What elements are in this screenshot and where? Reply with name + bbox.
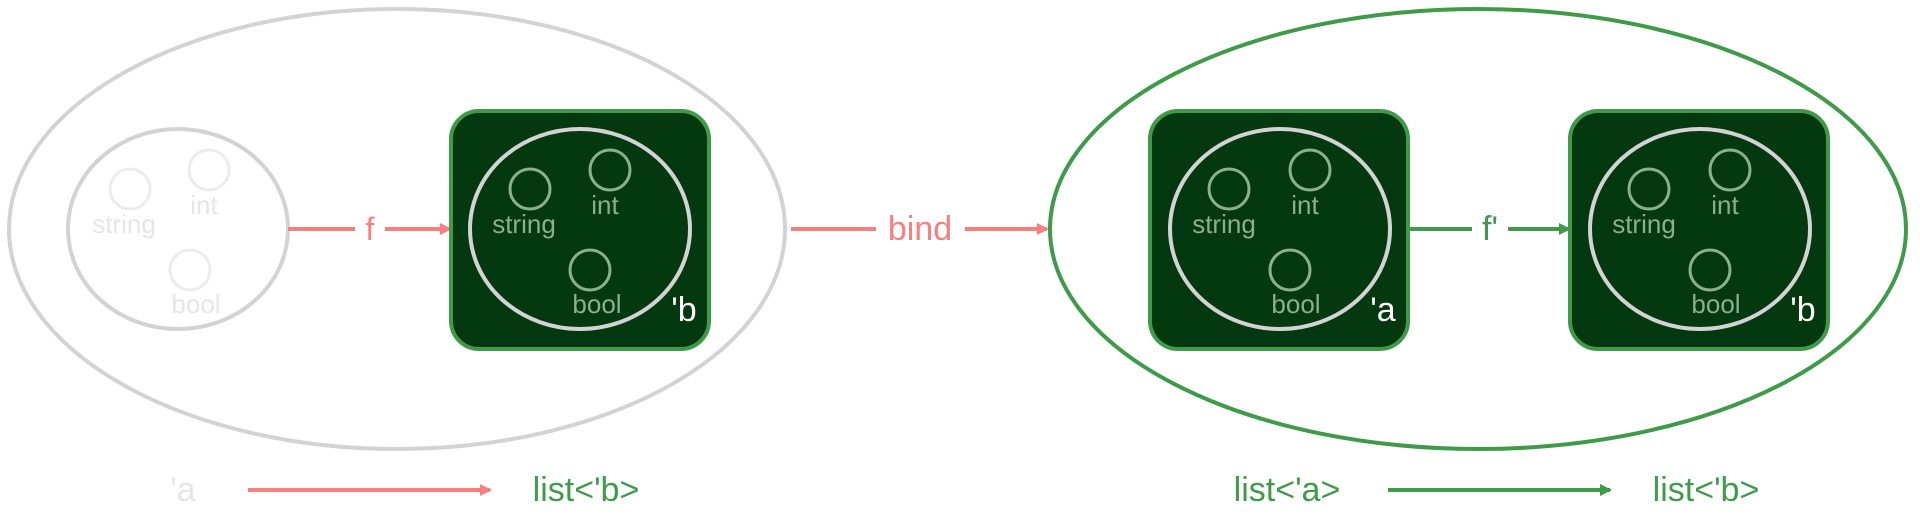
left-target-box-bg xyxy=(449,109,711,351)
left-outer-ellipse xyxy=(7,7,787,451)
right-source-string-label: string xyxy=(1192,209,1256,239)
right-target-bool-node xyxy=(1688,248,1732,292)
right-source-bool-node xyxy=(1268,248,1312,292)
left-target-string-label: string xyxy=(492,209,556,239)
right-source-box: string int bool 'a xyxy=(1148,109,1410,351)
right-source-type-label: 'a xyxy=(1370,291,1395,329)
bind-arrow: bind xyxy=(791,210,1049,248)
left-f-label: f xyxy=(366,211,375,247)
bottom-left-to-label: list<'b> xyxy=(533,471,640,509)
right-source-bool-label: bool xyxy=(1271,289,1320,319)
bottom-left-from-label: 'a xyxy=(170,471,195,509)
right-source-int-label: int xyxy=(1291,190,1319,220)
right-target-bool-label: bool xyxy=(1691,289,1740,319)
left-target-int-node xyxy=(588,148,632,192)
left-target-ellipse xyxy=(468,127,692,331)
bottom-right-to-label: list<'b> xyxy=(1653,471,1760,509)
left-target-int-label: int xyxy=(591,190,619,220)
left-source-int-label: int xyxy=(190,190,218,220)
right-source-ellipse xyxy=(1168,127,1392,331)
left-target-bool-label: bool xyxy=(572,289,621,319)
right-source-string-node xyxy=(1207,167,1251,211)
left-target-box: string int bool 'b xyxy=(449,109,711,351)
left-source-string-node xyxy=(108,167,152,211)
bottom-right-signature: list<'a> list<'b> xyxy=(1234,471,1760,509)
left-source-bool-node xyxy=(168,248,212,292)
right-f-prime-label: f' xyxy=(1482,210,1498,248)
right-group: string int bool 'a f' string int bool 'b xyxy=(1048,7,1908,451)
left-source-int-node xyxy=(187,148,231,192)
right-outer-ellipse xyxy=(1048,7,1908,451)
left-target-type-label: 'b xyxy=(671,291,696,329)
right-target-box: string int bool 'b xyxy=(1568,109,1830,351)
right-target-ellipse xyxy=(1588,127,1812,331)
right-source-box-bg xyxy=(1148,109,1410,351)
right-target-box-bg xyxy=(1568,109,1830,351)
right-target-type-label: 'b xyxy=(1790,291,1815,329)
right-target-string-node xyxy=(1627,167,1671,211)
left-source-string-label: string xyxy=(92,209,156,239)
left-source-bool-label: bool xyxy=(171,289,220,319)
right-target-int-label: int xyxy=(1711,190,1739,220)
left-target-string-node xyxy=(508,167,552,211)
right-target-string-label: string xyxy=(1612,209,1676,239)
left-group: string int bool f string int bool 'b xyxy=(7,7,787,451)
bottom-right-from-label: list<'a> xyxy=(1234,471,1341,509)
bind-label: bind xyxy=(888,210,952,248)
bottom-left-signature: 'a list<'b> xyxy=(170,471,639,509)
left-target-bool-node xyxy=(568,248,612,292)
right-source-int-node xyxy=(1288,148,1332,192)
right-target-int-node xyxy=(1708,148,1752,192)
left-source-set: string int bool xyxy=(66,127,290,331)
